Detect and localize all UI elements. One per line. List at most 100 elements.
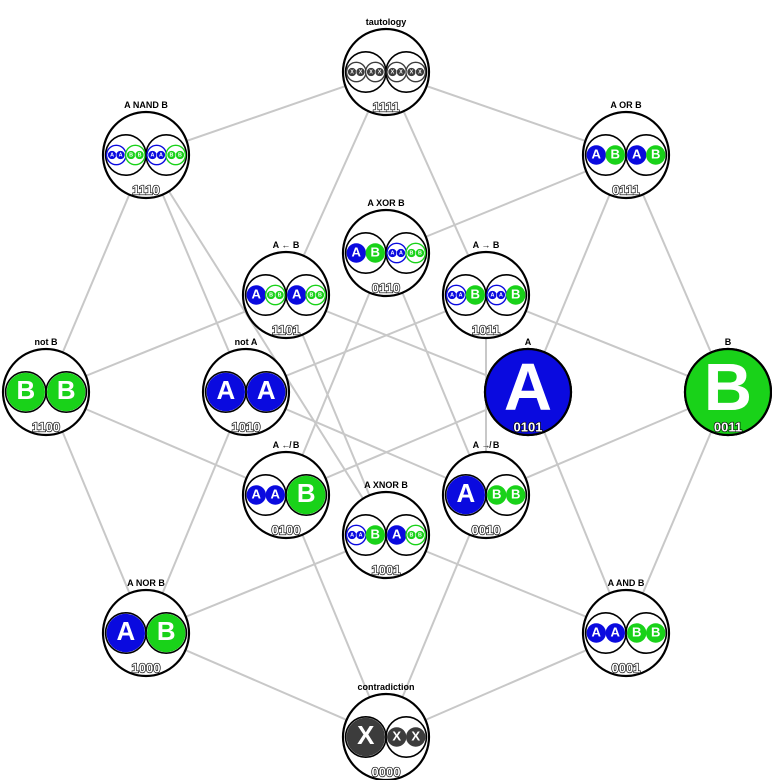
svg-text:B: B bbox=[371, 526, 380, 541]
token-a: A bbox=[246, 485, 266, 505]
token-a: A bbox=[247, 372, 286, 412]
token-a: A bbox=[206, 372, 245, 412]
node-code: 0010 bbox=[472, 523, 501, 538]
svg-text:X: X bbox=[378, 70, 382, 76]
token-b-large bbox=[683, 347, 772, 437]
token-b: B bbox=[287, 475, 326, 515]
node-code: 0011 bbox=[714, 420, 742, 435]
svg-text:B: B bbox=[170, 153, 174, 159]
node-code: 1111 bbox=[373, 100, 400, 115]
node-label: A ← B bbox=[273, 240, 300, 250]
svg-text:B: B bbox=[129, 153, 133, 159]
svg-text:X: X bbox=[410, 70, 414, 76]
svg-text:A: A bbox=[632, 146, 642, 161]
svg-text:A: A bbox=[350, 533, 354, 539]
svg-text:A: A bbox=[252, 486, 262, 501]
svg-text:A: A bbox=[110, 153, 114, 159]
svg-text:X: X bbox=[392, 728, 401, 743]
node-code: 1101 bbox=[272, 323, 300, 338]
token-b: B bbox=[646, 145, 666, 165]
node-label: A ↚ B bbox=[273, 440, 300, 450]
sub-circle: B bbox=[45, 370, 88, 414]
token-a: A bbox=[287, 285, 307, 305]
svg-text:B: B bbox=[178, 153, 182, 159]
svg-text:B: B bbox=[492, 486, 501, 501]
svg-text:A: A bbox=[159, 153, 163, 159]
token-b: B bbox=[147, 613, 186, 653]
svg-text:B: B bbox=[651, 624, 660, 639]
token-a: A bbox=[346, 243, 366, 263]
svg-text:X: X bbox=[418, 70, 422, 76]
token-a: A bbox=[106, 613, 145, 653]
node-label: A XNOR B bbox=[364, 480, 408, 490]
svg-text:A: A bbox=[359, 533, 363, 539]
node-label: not A bbox=[235, 337, 258, 347]
svg-text:X: X bbox=[411, 728, 420, 743]
svg-text:X: X bbox=[399, 70, 403, 76]
token-a: A bbox=[586, 623, 606, 643]
svg-text:A: A bbox=[611, 624, 621, 639]
sub-circle: B bbox=[145, 611, 188, 655]
node-label: A OR B bbox=[610, 100, 642, 110]
svg-text:A: A bbox=[116, 618, 135, 646]
svg-text:B: B bbox=[16, 377, 35, 405]
node-label: A ↛ B bbox=[473, 440, 500, 450]
svg-text:A: A bbox=[459, 293, 463, 299]
node-label: not B bbox=[35, 337, 58, 347]
svg-text:A: A bbox=[592, 146, 602, 161]
svg-text:B: B bbox=[611, 146, 620, 161]
token-b: B bbox=[627, 623, 647, 643]
token-b: B bbox=[506, 285, 526, 305]
token-b: B bbox=[646, 623, 666, 643]
svg-text:B: B bbox=[471, 286, 480, 301]
node-code: 1100 bbox=[32, 420, 60, 435]
node-label: A NAND B bbox=[124, 100, 168, 110]
svg-text:B: B bbox=[410, 533, 414, 539]
svg-text:B: B bbox=[310, 293, 314, 299]
node-code: 0111 bbox=[612, 183, 640, 198]
node-label: contradiction bbox=[357, 682, 414, 692]
node-label: A NOR B bbox=[127, 578, 165, 588]
node-code: 1010 bbox=[232, 420, 261, 435]
svg-text:X: X bbox=[350, 70, 354, 76]
svg-text:A: A bbox=[450, 293, 454, 299]
svg-text:A: A bbox=[151, 153, 155, 159]
node-code: 0100 bbox=[272, 523, 301, 538]
token-b: B bbox=[487, 485, 507, 505]
svg-text:A: A bbox=[499, 293, 503, 299]
node-code: 0110 bbox=[372, 281, 400, 296]
node-label: A AND B bbox=[608, 578, 645, 588]
sub-circle: A bbox=[444, 473, 487, 517]
svg-text:B: B bbox=[511, 486, 520, 501]
svg-text:X: X bbox=[391, 70, 395, 76]
svg-text:B: B bbox=[138, 153, 142, 159]
token-letter: B bbox=[704, 351, 752, 425]
sub-circle: B bbox=[285, 473, 328, 517]
token-x: X bbox=[387, 727, 407, 747]
node-code: 0001 bbox=[612, 661, 641, 676]
